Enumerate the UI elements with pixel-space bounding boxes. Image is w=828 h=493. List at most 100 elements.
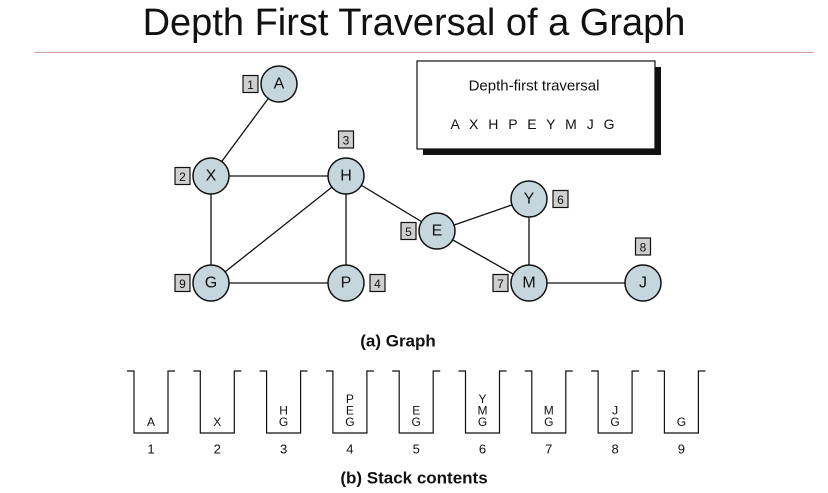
stack-8-number: 8 (611, 442, 618, 457)
node-a-order-box (242, 74, 259, 94)
stack-3-number: 3 (280, 442, 287, 457)
stack-4-number: 4 (346, 442, 353, 457)
node-x-label: X (206, 168, 217, 185)
stack-3: HG 3 (259, 370, 308, 457)
node-y-order-label: 6 (557, 193, 564, 207)
node-h-label: H (340, 168, 352, 185)
stack-3-item: H (279, 404, 288, 418)
node-x: X2 (174, 157, 230, 195)
traversal-box: Depth-first traversal A X H P E Y M J G (416, 60, 661, 155)
node-x-order-box (174, 166, 191, 186)
stack-7-outline (524, 370, 573, 434)
node-h-order-box (337, 130, 355, 149)
stack-6-item: G (478, 415, 487, 429)
edge-h-g (210, 175, 347, 284)
stack-6: YMG 6 (458, 370, 507, 457)
stack-2: X2 (193, 370, 242, 457)
node-m-order-box (492, 273, 509, 293)
traversal-sequence: A X H P E Y M J G (451, 116, 618, 132)
stack-9-number: 9 (678, 442, 685, 457)
stack-4-item: E (346, 404, 354, 418)
node-j-circle (624, 264, 662, 302)
stack-6-item: M (478, 404, 488, 418)
node-x-circle (192, 157, 230, 195)
node-e: E5 (400, 212, 456, 250)
node-e-circle (418, 212, 456, 250)
node-g-label: G (205, 275, 217, 292)
stack-5-number: 5 (413, 442, 420, 457)
node-g-circle (192, 264, 230, 302)
stack-8-outline (591, 370, 640, 434)
node-j: J8 (624, 237, 662, 302)
node-h: H3 (327, 130, 365, 195)
stack-6-outline (458, 370, 507, 434)
stack-9-item: G (677, 415, 686, 429)
page-title: Depth First Traversal of a Graph (142, 2, 686, 44)
stack-7-number: 7 (545, 442, 552, 457)
node-j-label: J (639, 275, 647, 292)
node-p-order-label: 4 (374, 277, 381, 291)
graph-caption: (a) Graph (360, 332, 436, 351)
node-a: A1 (242, 65, 298, 103)
stack-4-outline (325, 370, 374, 434)
node-j-order-label: 8 (640, 241, 647, 255)
stack-4: PEG 4 (325, 370, 374, 457)
stack-7-item: M (544, 404, 554, 418)
stack-2-item: X (213, 415, 221, 429)
node-a-order-label: 1 (247, 78, 254, 92)
stack-3-item: G (279, 415, 288, 429)
title-divider (34, 52, 814, 53)
stack-3-outline (259, 370, 308, 434)
node-e-label: E (432, 223, 443, 240)
stack-8-item: J (612, 404, 618, 418)
stack-8-item: G (610, 415, 619, 429)
stack-caption: (b) Stack contents (340, 469, 487, 488)
node-p-label: P (341, 275, 352, 292)
stack-9: G9 (657, 370, 706, 457)
node-j-order-box (634, 237, 652, 256)
stack-5-item: E (412, 404, 420, 418)
node-g-order-box (174, 273, 191, 293)
stack-5: EG 5 (392, 370, 441, 457)
stack-5-outline (392, 370, 441, 434)
stack-2-number: 2 (214, 442, 221, 457)
node-y-label: Y (524, 191, 535, 208)
node-e-order-box (400, 221, 417, 241)
node-y-order-box (552, 189, 569, 209)
stack-9-outline (657, 370, 706, 434)
edge-a-x (210, 83, 280, 177)
traversal-box-title: Depth-first traversal (469, 78, 600, 95)
node-p-order-box (369, 273, 386, 293)
node-m-order-label: 7 (497, 277, 504, 291)
node-m: M7 (492, 264, 548, 302)
stack-2-outline (193, 370, 242, 434)
node-a-label: A (274, 76, 285, 93)
stack-1: A1 (127, 370, 175, 457)
node-y-circle (510, 180, 548, 218)
stack-4-item: G (345, 415, 354, 429)
stack-5-item: G (412, 415, 421, 429)
traversal-box-frame (416, 60, 656, 150)
stack-1-item: A (147, 415, 155, 429)
stack-4-item: P (346, 392, 354, 406)
node-m-label: M (522, 275, 535, 292)
node-h-circle (327, 157, 365, 195)
stack-6-number: 6 (479, 442, 486, 457)
node-a-circle (260, 65, 298, 103)
stack-7: MG 7 (524, 370, 573, 457)
node-g: G9 (174, 264, 230, 302)
node-p-circle (327, 264, 365, 302)
node-m-circle (510, 264, 548, 302)
stack-8: JG 8 (591, 370, 640, 457)
node-x-order-label: 2 (179, 170, 186, 184)
node-g-order-label: 9 (179, 277, 186, 291)
node-h-order-label: 3 (343, 134, 350, 148)
stack-6-item: Y (478, 392, 486, 406)
stack-7-item: G (544, 415, 553, 429)
stack-1-outline (127, 370, 175, 434)
